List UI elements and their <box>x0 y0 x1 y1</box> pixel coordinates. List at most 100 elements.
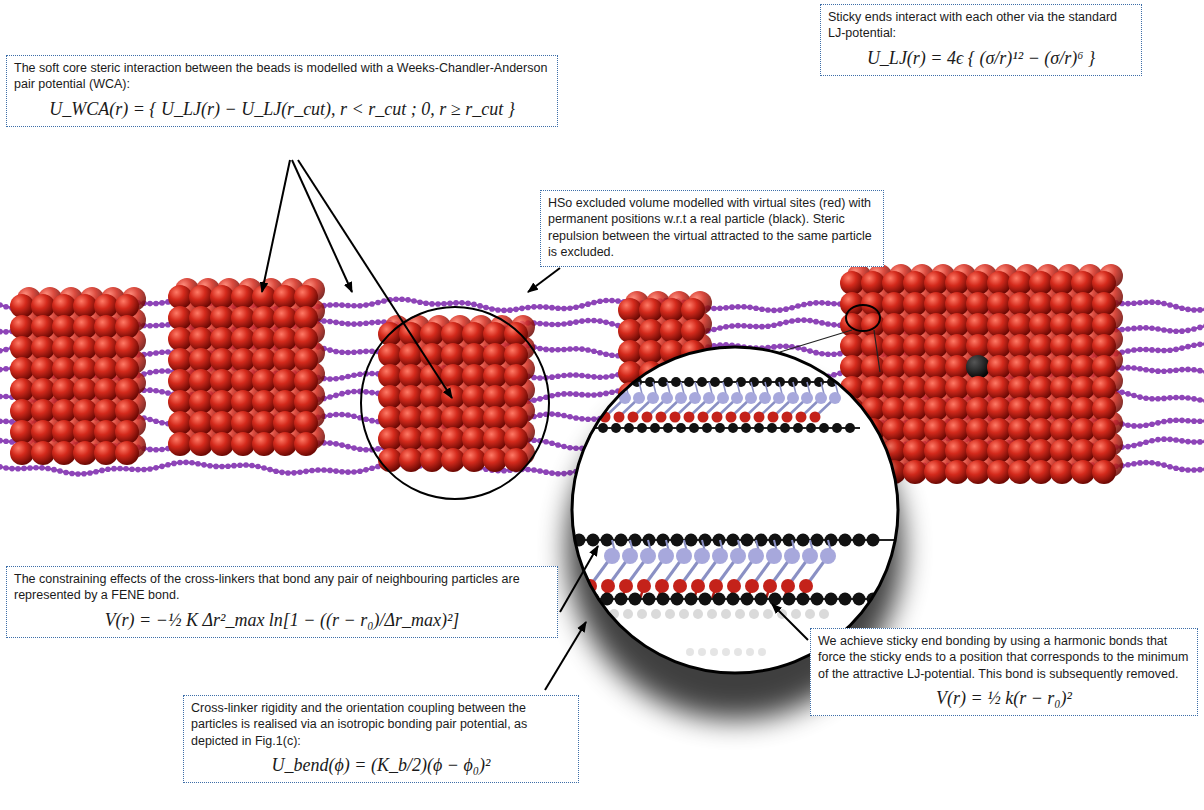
strand-bead <box>591 300 597 306</box>
strand-bead <box>1131 347 1137 353</box>
strand-bead <box>375 300 381 306</box>
strand-bead <box>729 323 735 329</box>
strand-bead <box>1161 436 1167 442</box>
particle-sphere <box>73 315 97 339</box>
strand-bead <box>255 464 261 470</box>
strand-bead <box>327 319 333 325</box>
strand-bead <box>351 469 357 475</box>
strand-bead <box>201 462 207 468</box>
strand-bead <box>0 329 3 335</box>
particle-sphere <box>10 336 34 360</box>
strand-bead <box>819 351 825 357</box>
strand-bead <box>147 387 153 393</box>
particle-sphere <box>441 406 465 430</box>
strand-bead <box>1173 417 1179 423</box>
strand-bead <box>1167 464 1173 470</box>
strand-bead <box>333 376 339 382</box>
strand-bead <box>105 467 111 473</box>
strand-bead <box>3 419 9 425</box>
strand-bead <box>0 302 3 308</box>
particle-sphere <box>399 364 423 388</box>
strand-bead <box>603 320 609 326</box>
strand-bead <box>471 302 477 308</box>
particle-sphere <box>94 420 118 444</box>
strand-bead <box>213 464 219 470</box>
strand-bead <box>1131 461 1137 467</box>
particle-sphere <box>639 319 663 343</box>
strand-bead <box>363 349 369 355</box>
particle-sphere <box>441 448 465 472</box>
strand-bead <box>369 390 375 396</box>
strand-bead <box>21 466 27 472</box>
strand-bead <box>585 416 591 422</box>
strand-bead <box>0 464 3 470</box>
strand-bead <box>405 297 411 303</box>
strand-bead <box>1173 367 1179 373</box>
strand-bead <box>1179 328 1185 334</box>
particle-sphere <box>504 343 528 367</box>
particle-sphere <box>399 448 423 472</box>
strand-bead <box>1191 396 1197 402</box>
strand-bead <box>45 466 51 472</box>
strand-bead <box>333 320 339 326</box>
strand-bead <box>165 368 171 374</box>
strand-bead <box>531 467 537 473</box>
strand-bead <box>813 350 819 356</box>
particle-sphere <box>294 306 318 330</box>
strand-bead <box>15 466 21 472</box>
strand-bead <box>477 303 483 309</box>
strand-bead <box>603 374 609 380</box>
strand-bead <box>327 302 333 308</box>
strand-bead <box>159 300 165 306</box>
strand-bead <box>723 324 729 330</box>
particle-sphere <box>52 399 76 423</box>
particle-sphere <box>294 369 318 393</box>
strand-bead <box>1203 418 1204 424</box>
strand-bead <box>759 306 765 312</box>
strand-bead <box>1191 343 1197 349</box>
strand-bead <box>561 413 567 419</box>
strand-bead <box>567 346 573 352</box>
particle-block <box>378 315 535 472</box>
strand-bead <box>615 298 621 304</box>
strand-bead <box>609 321 615 327</box>
strand-bead <box>735 304 741 310</box>
strand-bead <box>351 445 357 451</box>
strand-bead <box>549 322 555 328</box>
particle-sphere <box>210 306 234 330</box>
particle-sphere <box>420 448 444 472</box>
strand-bead <box>1191 307 1197 313</box>
strand-bead <box>363 467 369 473</box>
strand-bead <box>111 466 117 472</box>
particle-sphere <box>378 343 402 367</box>
strand-bead <box>1185 344 1191 350</box>
strand-bead <box>159 447 165 453</box>
strand-bead <box>603 391 609 397</box>
strand-bead <box>585 373 591 379</box>
strand-bead <box>1197 419 1203 425</box>
strand-bead <box>1167 437 1173 443</box>
strand-bead <box>831 372 837 378</box>
particle-sphere <box>231 411 255 435</box>
strand-bead <box>573 391 579 397</box>
strand-bead <box>591 416 597 422</box>
strand-bead <box>591 374 597 380</box>
strand-bead <box>711 306 717 312</box>
strand-bead <box>759 324 765 330</box>
strand-bead <box>1161 462 1167 468</box>
particle-sphere <box>231 306 255 330</box>
strand-bead <box>1197 439 1203 445</box>
strand-bead <box>585 347 591 353</box>
particle-sphere <box>115 420 139 444</box>
particle-sphere <box>210 348 234 372</box>
strand-bead <box>327 468 333 474</box>
strand-bead <box>351 321 357 327</box>
particle-sphere <box>441 364 465 388</box>
strand-bead <box>171 461 177 467</box>
particle-sphere <box>210 369 234 393</box>
strand-bead <box>555 412 561 418</box>
strand-bead <box>375 319 381 325</box>
strand-bead <box>561 347 567 353</box>
strand-bead <box>351 372 357 378</box>
strand-bead <box>549 347 555 353</box>
